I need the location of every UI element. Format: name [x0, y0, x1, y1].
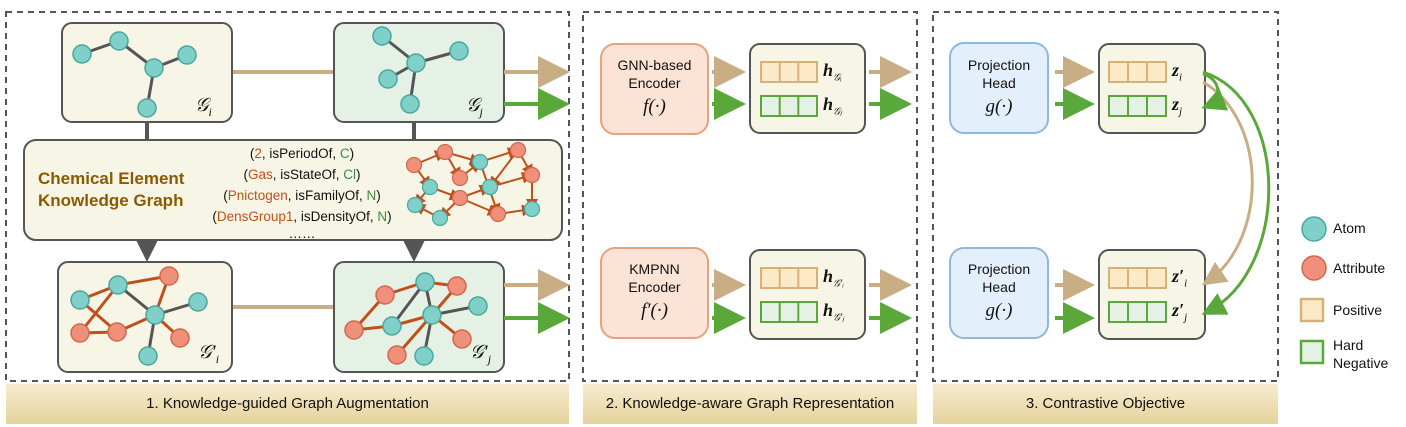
representation-top-box	[749, 43, 866, 134]
section-augmentation-frame	[5, 11, 570, 382]
projection-head-top-label: Projection Head g(·)	[967, 57, 1031, 117]
section-title-representation: 2. Knowledge-aware Graph Representation	[605, 395, 895, 412]
legend-atom-icon	[1301, 216, 1327, 242]
label-zi-aug: z′i	[1172, 266, 1188, 290]
triples-ellipsis: ……	[288, 226, 316, 241]
negative-pair-curve-self	[1201, 72, 1229, 111]
vector-zj-aug	[1108, 301, 1167, 323]
knowledge-graph-network	[405, 141, 541, 227]
label-h-gj: h𝒢ⱼ	[823, 94, 842, 118]
legend-positive-label: Positive	[1333, 302, 1383, 318]
label-zi: zi	[1172, 60, 1183, 84]
vector-zi	[1108, 61, 1167, 83]
projection-head-bottom-label: Projection Head g(·)	[967, 261, 1031, 321]
label-h-gi-aug: h𝒢′ᵢ	[823, 266, 844, 290]
kmpnn-encoder-box	[600, 247, 709, 339]
label-h-gj-aug: h𝒢′ⱼ	[823, 300, 845, 324]
projection-head-top-box	[949, 42, 1049, 134]
section-title-augmentation: 1. Knowledge-guided Graph Augmentation	[146, 395, 429, 412]
representation-bottom-box	[749, 249, 866, 340]
label-gi-aug: 𝒢′i	[198, 342, 220, 366]
label-h-gi: h𝒢ᵢ	[823, 60, 842, 84]
triple-3: (Pnictogen, isFamilyOf, N)	[223, 188, 381, 203]
label-gi: 𝒢i	[195, 95, 212, 119]
label-gj: 𝒢j	[466, 95, 483, 119]
gnn-encoder-box	[600, 43, 709, 135]
legend-positive-icon	[1299, 297, 1325, 323]
legend-negative-label: Hard Negative	[1333, 337, 1389, 371]
output-top-box	[1098, 43, 1206, 134]
negative-pair-curve-main	[1201, 70, 1271, 315]
graph-gj-molecule	[372, 26, 469, 114]
section-objective-frame	[932, 11, 1279, 382]
legend-atom-label: Atom	[1333, 220, 1366, 236]
section-title-objective: 3. Contrastive Objective	[1025, 395, 1186, 412]
section-bar-representation	[583, 384, 917, 424]
triple-4: (DensGroup1, isDensityOf, N)	[212, 209, 392, 224]
output-bottom-box	[1098, 249, 1206, 340]
graph-gi-aug-molecule	[70, 266, 208, 366]
triple-2: (Gas, isStateOf, Cl)	[243, 167, 361, 182]
label-zj: zj	[1172, 94, 1183, 118]
knowledge-graph-title: Chemical Element Knowledge Graph	[38, 169, 185, 210]
knowledge-graph-triples: (2, isPeriodOf, C) (Gas, isStateOf, Cl) …	[196, 143, 408, 241]
projection-head-bottom-box	[949, 247, 1049, 339]
vector-h-gi	[760, 61, 818, 83]
positive-pair-curve	[1202, 80, 1254, 286]
label-zj-aug: z′j	[1172, 300, 1188, 324]
vector-h-gj-aug	[760, 301, 818, 323]
vector-zj	[1108, 95, 1167, 117]
section-representation-frame	[582, 11, 918, 382]
vector-h-gj	[760, 95, 818, 117]
knowledge-graph-panel	[23, 139, 563, 241]
graph-gj-aug-molecule	[344, 272, 488, 366]
graph-gi-aug-panel	[57, 261, 233, 373]
gnn-encoder-label: GNN-based Encoder f(·)	[617, 57, 692, 117]
legend-attribute-label: Attribute	[1333, 260, 1386, 276]
vector-zi-aug	[1108, 267, 1167, 289]
legend-attribute-icon	[1301, 255, 1327, 281]
label-gj-aug: 𝒢′j	[470, 342, 492, 366]
section-bar-objective	[933, 384, 1278, 424]
kmpnn-encoder-label: KMPNN Encoder f′(·)	[628, 261, 681, 321]
vector-h-gi-aug	[760, 267, 818, 289]
graph-gi-molecule	[72, 31, 197, 118]
section-bar-augmentation	[6, 384, 569, 424]
triple-1: (2, isPeriodOf, C)	[249, 146, 355, 161]
legend-negative-icon	[1299, 339, 1325, 365]
